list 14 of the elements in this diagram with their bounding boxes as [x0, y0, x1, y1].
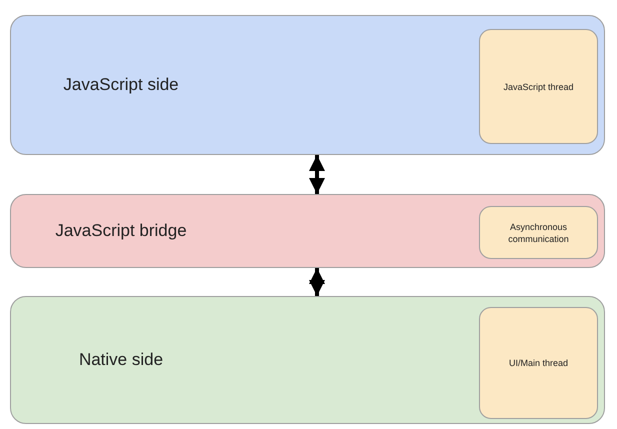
layer-band — [10, 15, 605, 155]
component-box — [479, 29, 598, 144]
component-label: Asynchronous communication — [507, 220, 570, 244]
layer-band — [10, 296, 605, 424]
double-arrow — [309, 268, 325, 296]
layer-label: Native side — [78, 349, 164, 371]
component-label: UI/Main thread — [508, 357, 570, 369]
double-arrow — [309, 155, 325, 194]
component-label: JavaScript thread — [502, 80, 575, 92]
layer-label: JavaScript bridge — [54, 220, 188, 242]
component-box — [479, 307, 598, 419]
layer-band — [10, 194, 605, 268]
component-box — [479, 206, 598, 259]
layer-label: JavaScript side — [62, 74, 180, 96]
